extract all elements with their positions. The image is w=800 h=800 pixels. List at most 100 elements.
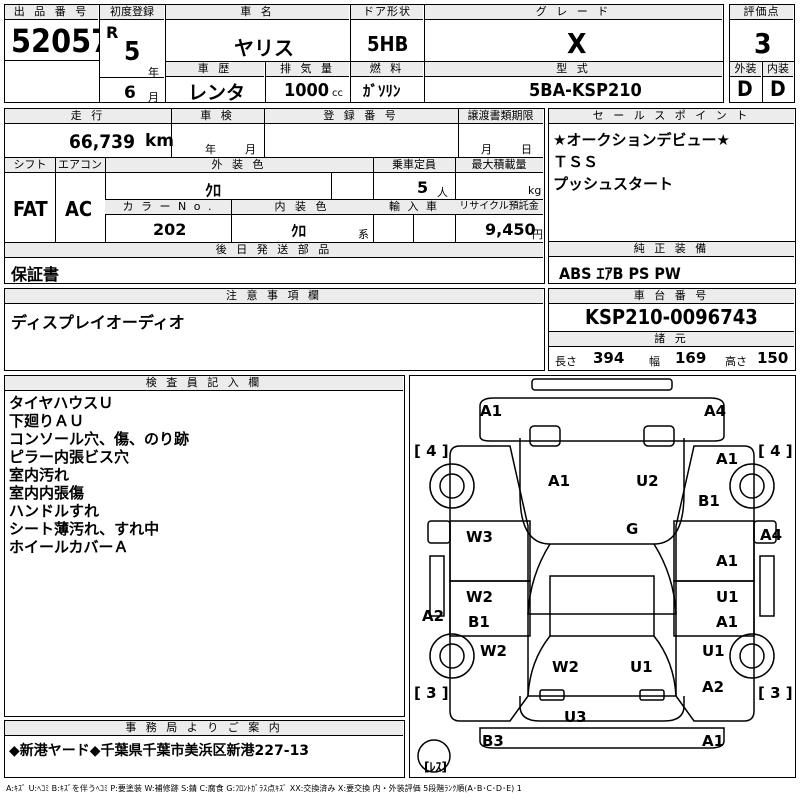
interior-label: 内装 (763, 62, 793, 77)
sales-point: ＴＳＳ (553, 153, 599, 171)
office-box: 事 務 局 よ り ご 案 内 ◆新港ヤード◆千葉県千葉市美浜区新港227-13 (4, 720, 405, 778)
color-no: 202 (153, 220, 187, 239)
inspector-box: 検 査 員 記 入 欄 タイヤハウスＵ 下廻りＡＵ コンソール穴、傷、のり跡 ピ… (4, 375, 405, 717)
divider (5, 242, 543, 243)
model-box: 車 名 ヤリス (165, 4, 351, 62)
grade: X (567, 27, 587, 60)
damage-mark: B1 (698, 492, 720, 510)
recycle-amount: 9,450 (485, 220, 536, 239)
divider (171, 109, 172, 157)
inspector-line: タイヤハウスＵ (9, 394, 114, 412)
era: R (106, 23, 119, 42)
office-label: 事 務 局 よ り ご 案 内 (5, 721, 403, 736)
model-code-box: 型 式 5BA-KSP210 (424, 61, 724, 103)
model-name: ヤリス (234, 36, 294, 60)
fuel: ｶﾞｿﾘﾝ (363, 82, 401, 100)
divider (264, 109, 265, 157)
history-box: 車 歴 レンタ (165, 61, 266, 104)
fuel-box: 燃 料 ｶﾞｿﾘﾝ (350, 61, 425, 103)
inspector-line: 室内汚れ (9, 466, 70, 484)
interior-color: ｸﾛ (291, 222, 307, 240)
grade-box: グ レ ー ド X (424, 4, 724, 62)
score: 3 (754, 27, 772, 60)
damage-mark: U2 (636, 472, 659, 490)
displacement-label: 排 気 量 (266, 62, 349, 77)
mileage: 66,739 (69, 131, 135, 153)
interior-color-unit: 系 (358, 228, 369, 241)
inspector-line: コンソール穴、傷、のり跡 (9, 430, 190, 448)
reg-month: 6 (124, 83, 136, 103)
model-code: 5BA-KSP210 (529, 80, 642, 101)
equipment: ABS ｴｱB PS PW (559, 264, 681, 283)
inspector-line: ハンドルすれ (9, 502, 100, 520)
sales-point: プッシュスタート (553, 175, 674, 193)
door-type: 5HB (367, 32, 409, 56)
chassis-label: 車 台 番 号 (549, 289, 794, 304)
inspector-line: ホイールカバーＡ (9, 538, 129, 556)
car-diagram: [ 4 ] [ 4 ] [ 3 ] [ 3 ] [ﾚｽ] A1 A4 A1 U2… (414, 378, 793, 774)
damage-mark: W3 (466, 528, 493, 546)
inspection-year: 年 (205, 143, 216, 156)
ac-label: エアコン (55, 158, 105, 173)
length-label: 長さ (555, 355, 577, 368)
details-box: 走 行 車 検 登 録 番 号 譲渡書類期限 66,739 km 年 月 月 日… (4, 108, 545, 284)
equipment-label: 純 正 装 備 (549, 242, 794, 257)
max-load-label: 最大積載量 (455, 158, 543, 173)
door-label: ドア形状 (351, 5, 423, 20)
chassis-box: 車 台 番 号 KSP210-0096743 諸 元 長さ 394 幅 169 … (548, 288, 796, 371)
mileage-unit: km (145, 131, 175, 151)
sales-point: ★オークションデビュー★ (553, 131, 730, 149)
spare-tire: [ﾚｽ] (424, 760, 447, 774)
office-notice: ◆新港ヤード◆千葉県千葉市美浜区新港227-13 (9, 743, 310, 759)
tire-rear-left: [ 3 ] (414, 684, 449, 702)
lot-number: 52057 (11, 22, 112, 60)
damage-mark: A4 (760, 526, 782, 544)
damage-mark: W2 (480, 642, 507, 660)
notes-box: 注 意 事 項 欄 ディスプレイオーディオ (4, 288, 545, 371)
score-label: 評価点 (730, 5, 793, 20)
tire-front-left: [ 4 ] (414, 442, 449, 460)
damage-mark: U3 (564, 708, 587, 726)
inspector-line: シート薄汚れ、すれ中 (9, 520, 160, 538)
divider (231, 200, 232, 242)
inspector-line: 下廻りＡＵ (9, 412, 85, 430)
dims-label: 諸 元 (549, 332, 794, 347)
capacity-label: 乗車定員 (373, 158, 455, 173)
damage-mark: A1 (716, 613, 738, 631)
ac: AC (65, 197, 93, 221)
lot-number-lower (4, 60, 100, 103)
damage-mark: B1 (468, 613, 490, 631)
import-label: 輸 入 車 (373, 200, 455, 215)
capacity-unit: 人 (437, 186, 448, 199)
model-code-label: 型 式 (425, 62, 722, 77)
first-reg-label: 初度登録 (100, 5, 164, 20)
displacement-box: 排 気 量 1000 cc (265, 61, 351, 103)
notes-label: 注 意 事 項 欄 (5, 289, 543, 304)
divider (105, 199, 543, 200)
car-diagram-box: [ 4 ] [ 4 ] [ 3 ] [ 3 ] [ﾚｽ] A1 A4 A1 U2… (409, 375, 796, 778)
width-label: 幅 (649, 355, 660, 368)
first-registration-box: 初度登録 R 5 年 6 月 (99, 4, 166, 104)
divider (413, 214, 414, 242)
shift-label: シフト (5, 158, 55, 173)
interior-grade: D (770, 77, 786, 101)
door-box: ドア形状 5HB (350, 4, 425, 62)
later-parts: 保証書 (11, 265, 60, 284)
divider (458, 109, 459, 157)
notes: ディスプレイオーディオ (11, 313, 185, 332)
sales-points-box: セ ー ル ス ポ イ ン ト ★オークションデビュー★ ＴＳＳ プッシュスター… (548, 108, 796, 244)
lot-number-label: 出 品 番 号 (5, 5, 98, 20)
divider (549, 331, 794, 332)
exterior-color: ｸﾛ (205, 181, 222, 200)
damage-mark: U1 (716, 588, 739, 606)
mileage-label: 走 行 (5, 109, 171, 124)
transfer-day: 日 (521, 143, 532, 156)
transfer-month: 月 (481, 143, 492, 156)
damage-mark: U1 (630, 658, 653, 676)
height-label: 高さ (725, 355, 747, 368)
recycle-label: リサイクル預託金 (455, 200, 543, 215)
model-label: 車 名 (166, 5, 349, 20)
exterior-color-label: 外 装 色 (105, 158, 373, 173)
legend: A:ｷｽﾞ U:ﾍｺﾐ B:ｷｽﾞを伴うﾍｺﾐ P:要塗装 W:補修跡 S:錆 … (6, 784, 522, 793)
inspector-line: 室内内張傷 (9, 484, 85, 502)
